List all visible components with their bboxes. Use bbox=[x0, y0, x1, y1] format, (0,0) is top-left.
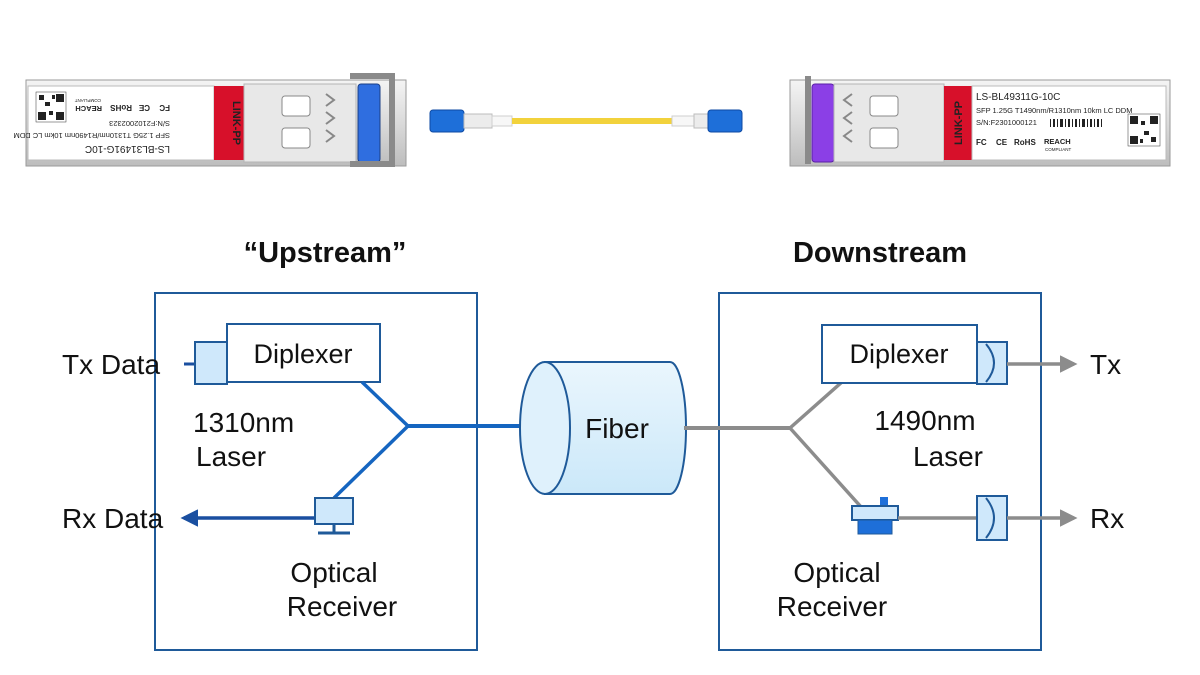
downstream-receiver-line2: Receiver bbox=[777, 591, 887, 622]
right-part-number: LS-BL49311G-10C bbox=[976, 92, 1060, 103]
right-compliance-note: COMPLIANT bbox=[1045, 147, 1072, 152]
left-brand-text: LINK-PP bbox=[230, 101, 242, 145]
upstream-optical-receiver-icon bbox=[314, 497, 354, 535]
left-part-number: LS-BL31491G-10C bbox=[85, 143, 170, 154]
right-compliance-ce: CE bbox=[996, 138, 1008, 147]
downstream-laser-wavelength: 1490nm bbox=[874, 405, 975, 436]
upstream-split-upper bbox=[360, 380, 410, 428]
left-compliance-rohs: RoHS bbox=[110, 103, 132, 112]
left-serial: S/N:F2102002323 bbox=[109, 119, 170, 128]
left-compliance-reach: REACH bbox=[75, 104, 102, 113]
downstream-split-upper bbox=[788, 380, 844, 430]
right-spec: SFP 1.25G T1490nm/R1310nm 10km LC DDM bbox=[976, 106, 1132, 115]
right-compliance-reach: REACH bbox=[1044, 137, 1071, 146]
fiber-label: Fiber bbox=[585, 413, 649, 444]
upstream-title: “Upstream” bbox=[244, 237, 407, 269]
left-brand-stripe bbox=[214, 86, 244, 160]
right-sfp-module: LINK-PP LS-BL49311G-10C SFP 1.25G T1490n… bbox=[789, 76, 1171, 167]
right-brand-text: LINK-PP bbox=[953, 101, 965, 145]
downstream-title: Downstream bbox=[793, 237, 967, 269]
left-compliance-note: COMPLIANT bbox=[74, 98, 101, 103]
upstream-diplexer-box bbox=[226, 323, 381, 383]
upstream-diplexer-label: Diplexer bbox=[253, 339, 352, 369]
left-qr-code bbox=[35, 91, 67, 123]
upstream-split-lower bbox=[332, 424, 410, 500]
left-compliance-ce: CE bbox=[138, 103, 150, 112]
downstream-laser-word: Laser bbox=[913, 441, 983, 472]
rx-data-label: Rx Data bbox=[62, 503, 164, 534]
left-compliance-fc: FC bbox=[159, 103, 170, 112]
left-spec: SFP 1.25G T1310nm/R1490nm 10km LC DDM bbox=[14, 131, 170, 140]
left-sfp-module: LINK-PP LS-BL31491G-10C SFP 1.25G T1310n… bbox=[14, 73, 407, 167]
right-lc-connector bbox=[707, 109, 743, 133]
upstream-laser-word: Laser bbox=[196, 441, 266, 472]
downstream-receiver-line1: Optical bbox=[793, 557, 880, 588]
downstream-split-lower bbox=[788, 426, 864, 510]
upstream-receiver-line1: Optical bbox=[290, 557, 377, 588]
downstream-optical-receiver-icon bbox=[851, 497, 899, 535]
right-brand-stripe bbox=[944, 86, 972, 160]
upstream-laser-wavelength: 1310nm bbox=[193, 407, 294, 438]
downstream-diplexer-label: Diplexer bbox=[849, 339, 948, 369]
downstream-rx-lens bbox=[976, 495, 1008, 541]
upstream-laser-block bbox=[194, 341, 228, 385]
tx-data-label: Tx Data bbox=[62, 349, 160, 380]
right-latch-purple bbox=[811, 83, 835, 163]
downstream-tx-lens bbox=[976, 341, 1008, 385]
left-bail-handle bbox=[350, 73, 395, 167]
right-serial: S/N:F2301000121 bbox=[976, 118, 1037, 127]
right-barcode bbox=[1050, 119, 1102, 127]
right-qr-code bbox=[1127, 113, 1161, 147]
upstream-receiver-line2: Receiver bbox=[287, 591, 397, 622]
downstream-tx-label: Tx bbox=[1090, 349, 1121, 380]
fiber-cylinder bbox=[519, 361, 687, 495]
left-latch-blue bbox=[357, 83, 381, 163]
fiber-cable-yellow bbox=[512, 118, 672, 124]
downstream-box bbox=[718, 292, 1042, 651]
upstream-box bbox=[154, 292, 478, 651]
patch-cord bbox=[429, 109, 743, 133]
downstream-rx-label: Rx bbox=[1090, 503, 1124, 534]
left-lc-connector bbox=[429, 109, 465, 133]
right-compliance-fc: FC bbox=[976, 138, 987, 147]
right-compliance-rohs: RoHS bbox=[1014, 138, 1036, 147]
